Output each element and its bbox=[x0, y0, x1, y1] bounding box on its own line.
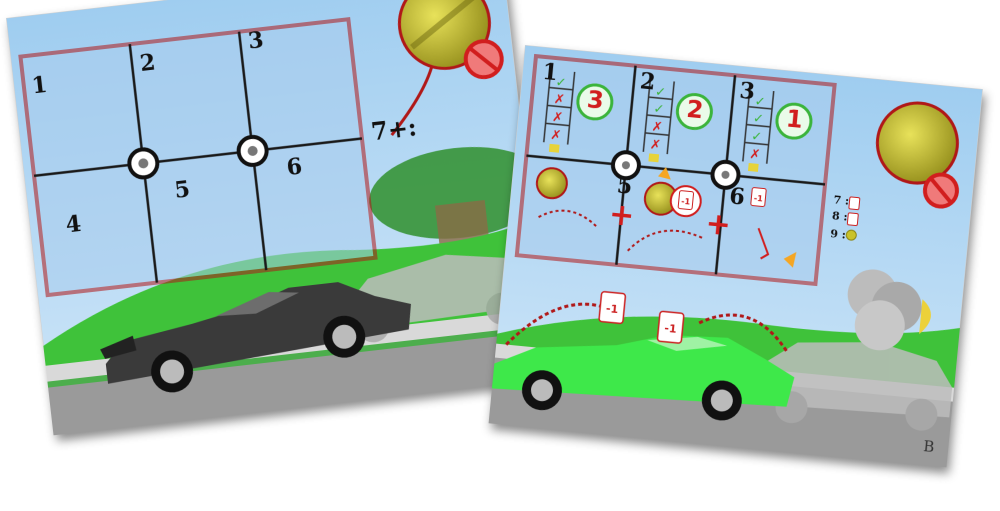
wheel-marker-right bbox=[236, 134, 269, 167]
rock-cluster-icon bbox=[847, 269, 931, 351]
zone-label-1: 1 bbox=[541, 58, 559, 87]
zone-label-2: 2 bbox=[638, 68, 657, 96]
die-icon: -1 bbox=[598, 291, 627, 325]
die-icon: -1 bbox=[750, 187, 767, 208]
legend-7: 7 : bbox=[832, 193, 850, 208]
forbidden-icon bbox=[463, 39, 504, 80]
step-badge-ring bbox=[675, 93, 713, 131]
svg-text:-1: -1 bbox=[753, 194, 763, 204]
token-icon bbox=[397, 0, 491, 70]
cross-icon: ✗ bbox=[551, 110, 563, 126]
step-badge-2: 2 bbox=[685, 94, 705, 125]
die-icon: -1 bbox=[656, 310, 685, 344]
zone-label-6: 6 bbox=[285, 153, 304, 182]
svg-text:-1: -1 bbox=[681, 197, 691, 207]
check-icon: ✓ bbox=[654, 85, 666, 101]
wheel-marker-left bbox=[610, 150, 641, 181]
card-a-art bbox=[6, 0, 551, 436]
step-badge-1: 1 bbox=[784, 104, 805, 134]
track-card-b[interactable]: -1 -1 bbox=[485, 45, 1000, 511]
zone-grid bbox=[18, 17, 378, 298]
step-badge-ring bbox=[576, 83, 614, 121]
svg-text:-1: -1 bbox=[664, 322, 677, 336]
zone-label-3: 3 bbox=[738, 77, 757, 106]
cross-icon: ✗ bbox=[553, 92, 565, 108]
green-car bbox=[491, 335, 795, 421]
card-letter: B bbox=[922, 437, 936, 457]
die-icon: -1 bbox=[677, 190, 695, 211]
card-b-art: -1 -1 bbox=[488, 45, 983, 468]
crash-icon bbox=[783, 251, 797, 268]
step-badge-3: 3 bbox=[585, 85, 606, 115]
check-icon: ✓ bbox=[653, 102, 665, 118]
zone-label-5: 5 bbox=[615, 172, 634, 200]
plus-icon: + bbox=[704, 206, 732, 243]
cross-icon: ✗ bbox=[651, 120, 663, 136]
ladder-icon bbox=[543, 69, 775, 164]
check-icon: ✓ bbox=[555, 75, 567, 91]
legend-9: 9 : bbox=[829, 227, 847, 242]
zone-label-4: 4 bbox=[64, 210, 83, 239]
zone-label-5: 5 bbox=[173, 176, 192, 204]
step-markers bbox=[548, 143, 759, 172]
token-icon bbox=[535, 167, 568, 200]
arc-right bbox=[698, 313, 789, 353]
wheel-marker-right bbox=[710, 159, 741, 190]
svg-text:-1: -1 bbox=[605, 302, 618, 316]
plus-icon: + bbox=[607, 197, 635, 234]
wheel-marker-left bbox=[127, 147, 160, 180]
check-icon: ✓ bbox=[754, 94, 766, 110]
zone-label-6: 6 bbox=[728, 183, 746, 211]
threshold-label: 7+: bbox=[369, 112, 419, 147]
track-card-a[interactable]: 1 2 3 4 5 6 7+: A bbox=[6, 0, 551, 436]
check-icon: ✓ bbox=[752, 111, 764, 127]
tree-blur bbox=[369, 147, 549, 239]
gray-car bbox=[751, 342, 953, 431]
zone-label-1: 1 bbox=[30, 71, 49, 100]
cross-icon: ✗ bbox=[749, 147, 761, 163]
dark-car bbox=[100, 282, 411, 393]
cross-icon: ✗ bbox=[649, 137, 661, 153]
spark-icon bbox=[658, 167, 671, 180]
arc-left bbox=[505, 302, 611, 346]
legend-8: 8 : bbox=[831, 209, 849, 224]
legend-die-icon bbox=[845, 196, 861, 241]
zone-label-3: 3 bbox=[246, 27, 265, 55]
token-icon bbox=[875, 101, 959, 185]
check-icon: ✓ bbox=[751, 129, 763, 145]
zone-label-2: 2 bbox=[138, 49, 157, 78]
step-badge-ring bbox=[775, 102, 813, 140]
road bbox=[48, 331, 551, 436]
cross-icon: ✗ bbox=[550, 128, 562, 144]
